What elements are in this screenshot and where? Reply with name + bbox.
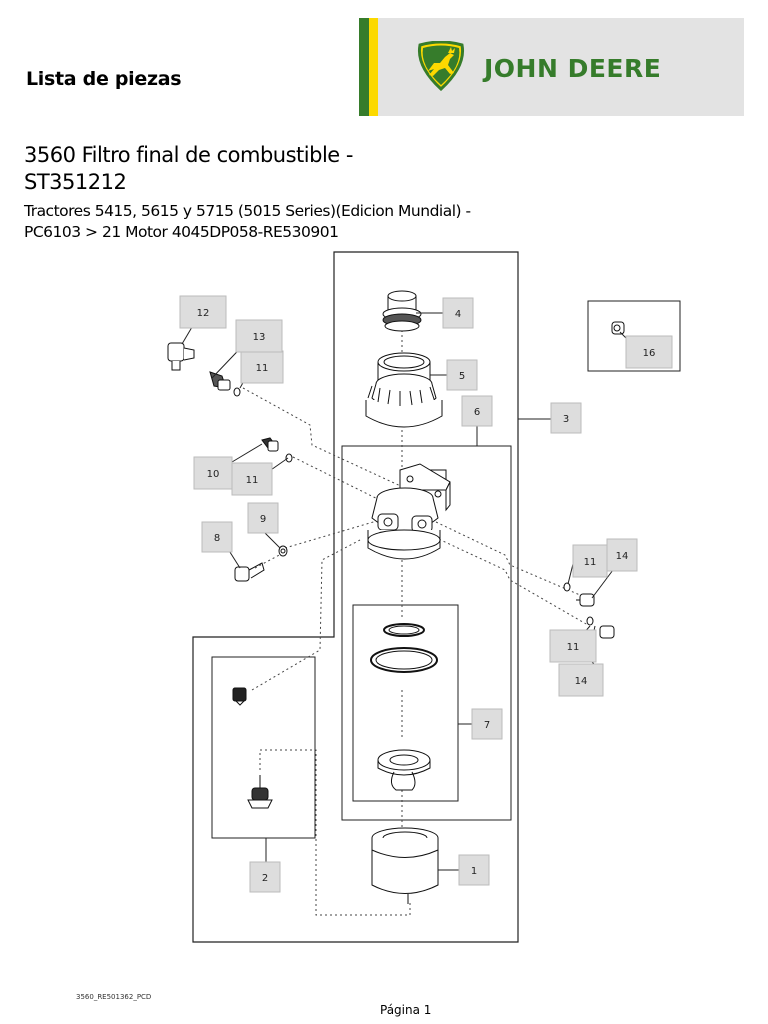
svg-text:11: 11 <box>567 642 580 653</box>
callout-box-14-a: 14 <box>606 538 638 572</box>
part-14-plug-upper <box>563 582 595 607</box>
svg-text:13: 13 <box>253 332 266 343</box>
svg-text:6: 6 <box>474 407 480 418</box>
document-title: 3560 Filtro final de combustible - ST351… <box>24 142 353 196</box>
assembly-6-outline <box>341 445 512 821</box>
logo-green-bar <box>359 18 369 116</box>
assembly-7-outline <box>352 604 459 802</box>
callout-box-8: 8 <box>201 521 233 553</box>
footer-page-number: Página 1 <box>380 1003 432 1017</box>
svg-text:14: 14 <box>616 551 629 562</box>
callout-box-3: 3 <box>550 402 582 434</box>
part-9-washer <box>278 545 288 557</box>
part-6-filter-head <box>367 463 451 560</box>
callout-box-5: 5 <box>446 359 478 391</box>
svg-text:11: 11 <box>246 475 259 486</box>
deer-logo-icon <box>417 41 465 91</box>
callout-box-1: 1 <box>458 854 490 886</box>
svg-text:2: 2 <box>262 873 268 884</box>
john-deere-logo-panel: JOHN DEERE <box>359 18 744 116</box>
svg-text:16: 16 <box>643 348 656 359</box>
assembly-3-outline <box>192 251 519 943</box>
svg-text:5: 5 <box>459 371 465 382</box>
svg-text:10: 10 <box>207 469 220 480</box>
document-subtitle: Tractores 5415, 5615 y 5715 (5015 Series… <box>24 201 471 243</box>
part-1-filter-element <box>371 827 439 904</box>
callout-box-13: 13 <box>235 319 283 353</box>
svg-text:3: 3 <box>563 414 569 425</box>
footer-diagram-code: 3560_RE501362_PCD <box>76 993 152 1001</box>
part-10-fitting <box>261 437 293 463</box>
callout-box-4: 4 <box>442 297 474 329</box>
svg-text:12: 12 <box>197 308 210 319</box>
part-16-plug <box>611 321 625 335</box>
callout-box-12: 12 <box>179 295 227 329</box>
callout-box-11-a: 11 <box>240 350 284 384</box>
callout-box-14-b: 14 <box>558 663 604 697</box>
svg-text:1: 1 <box>471 866 477 877</box>
svg-text:11: 11 <box>256 363 269 374</box>
detail-16-outline <box>587 300 681 372</box>
logo-wordmark: JOHN DEERE <box>484 54 662 83</box>
document-subtitle-line1: Tractores 5415, 5615 y 5715 (5015 Series… <box>24 202 471 220</box>
assembly-2-outline <box>211 656 316 839</box>
part-12-elbow-fitting <box>167 342 195 371</box>
callout-box-9: 9 <box>247 502 279 534</box>
svg-text:11: 11 <box>584 557 597 568</box>
part-14-plug-lower <box>586 616 615 639</box>
callout-box-11-c: 11 <box>572 544 608 578</box>
callout-box-10: 10 <box>193 456 233 490</box>
part-5-ring-nut <box>365 352 443 428</box>
part-7-seal-kit <box>370 623 438 791</box>
document-title-line2: ST351212 <box>24 170 127 194</box>
document-title-line1: 3560 Filtro final de combustible - <box>24 143 353 167</box>
page-header-title: Lista de piezas <box>26 68 182 90</box>
svg-text:9: 9 <box>260 514 266 525</box>
logo-yellow-bar <box>369 18 378 116</box>
document-subtitle-line2: PC6103 > 21 Motor 4045DP058-RE530901 <box>24 223 339 241</box>
part-2-drain-valve <box>247 775 273 809</box>
part-2-drain-plug <box>232 687 247 706</box>
callout-box-11-d: 11 <box>549 629 597 663</box>
callout-box-7: 7 <box>471 708 503 740</box>
callout-box-11-b: 11 <box>231 462 273 496</box>
svg-text:14: 14 <box>575 676 588 687</box>
callout-box-16: 16 <box>625 335 673 369</box>
callout-box-2: 2 <box>249 861 281 893</box>
svg-text:4: 4 <box>455 309 461 320</box>
svg-text:8: 8 <box>214 533 220 544</box>
part-8-bolt <box>234 562 265 582</box>
part-4-plug <box>382 290 422 332</box>
callout-box-6: 6 <box>461 395 493 427</box>
svg-text:7: 7 <box>484 720 490 731</box>
